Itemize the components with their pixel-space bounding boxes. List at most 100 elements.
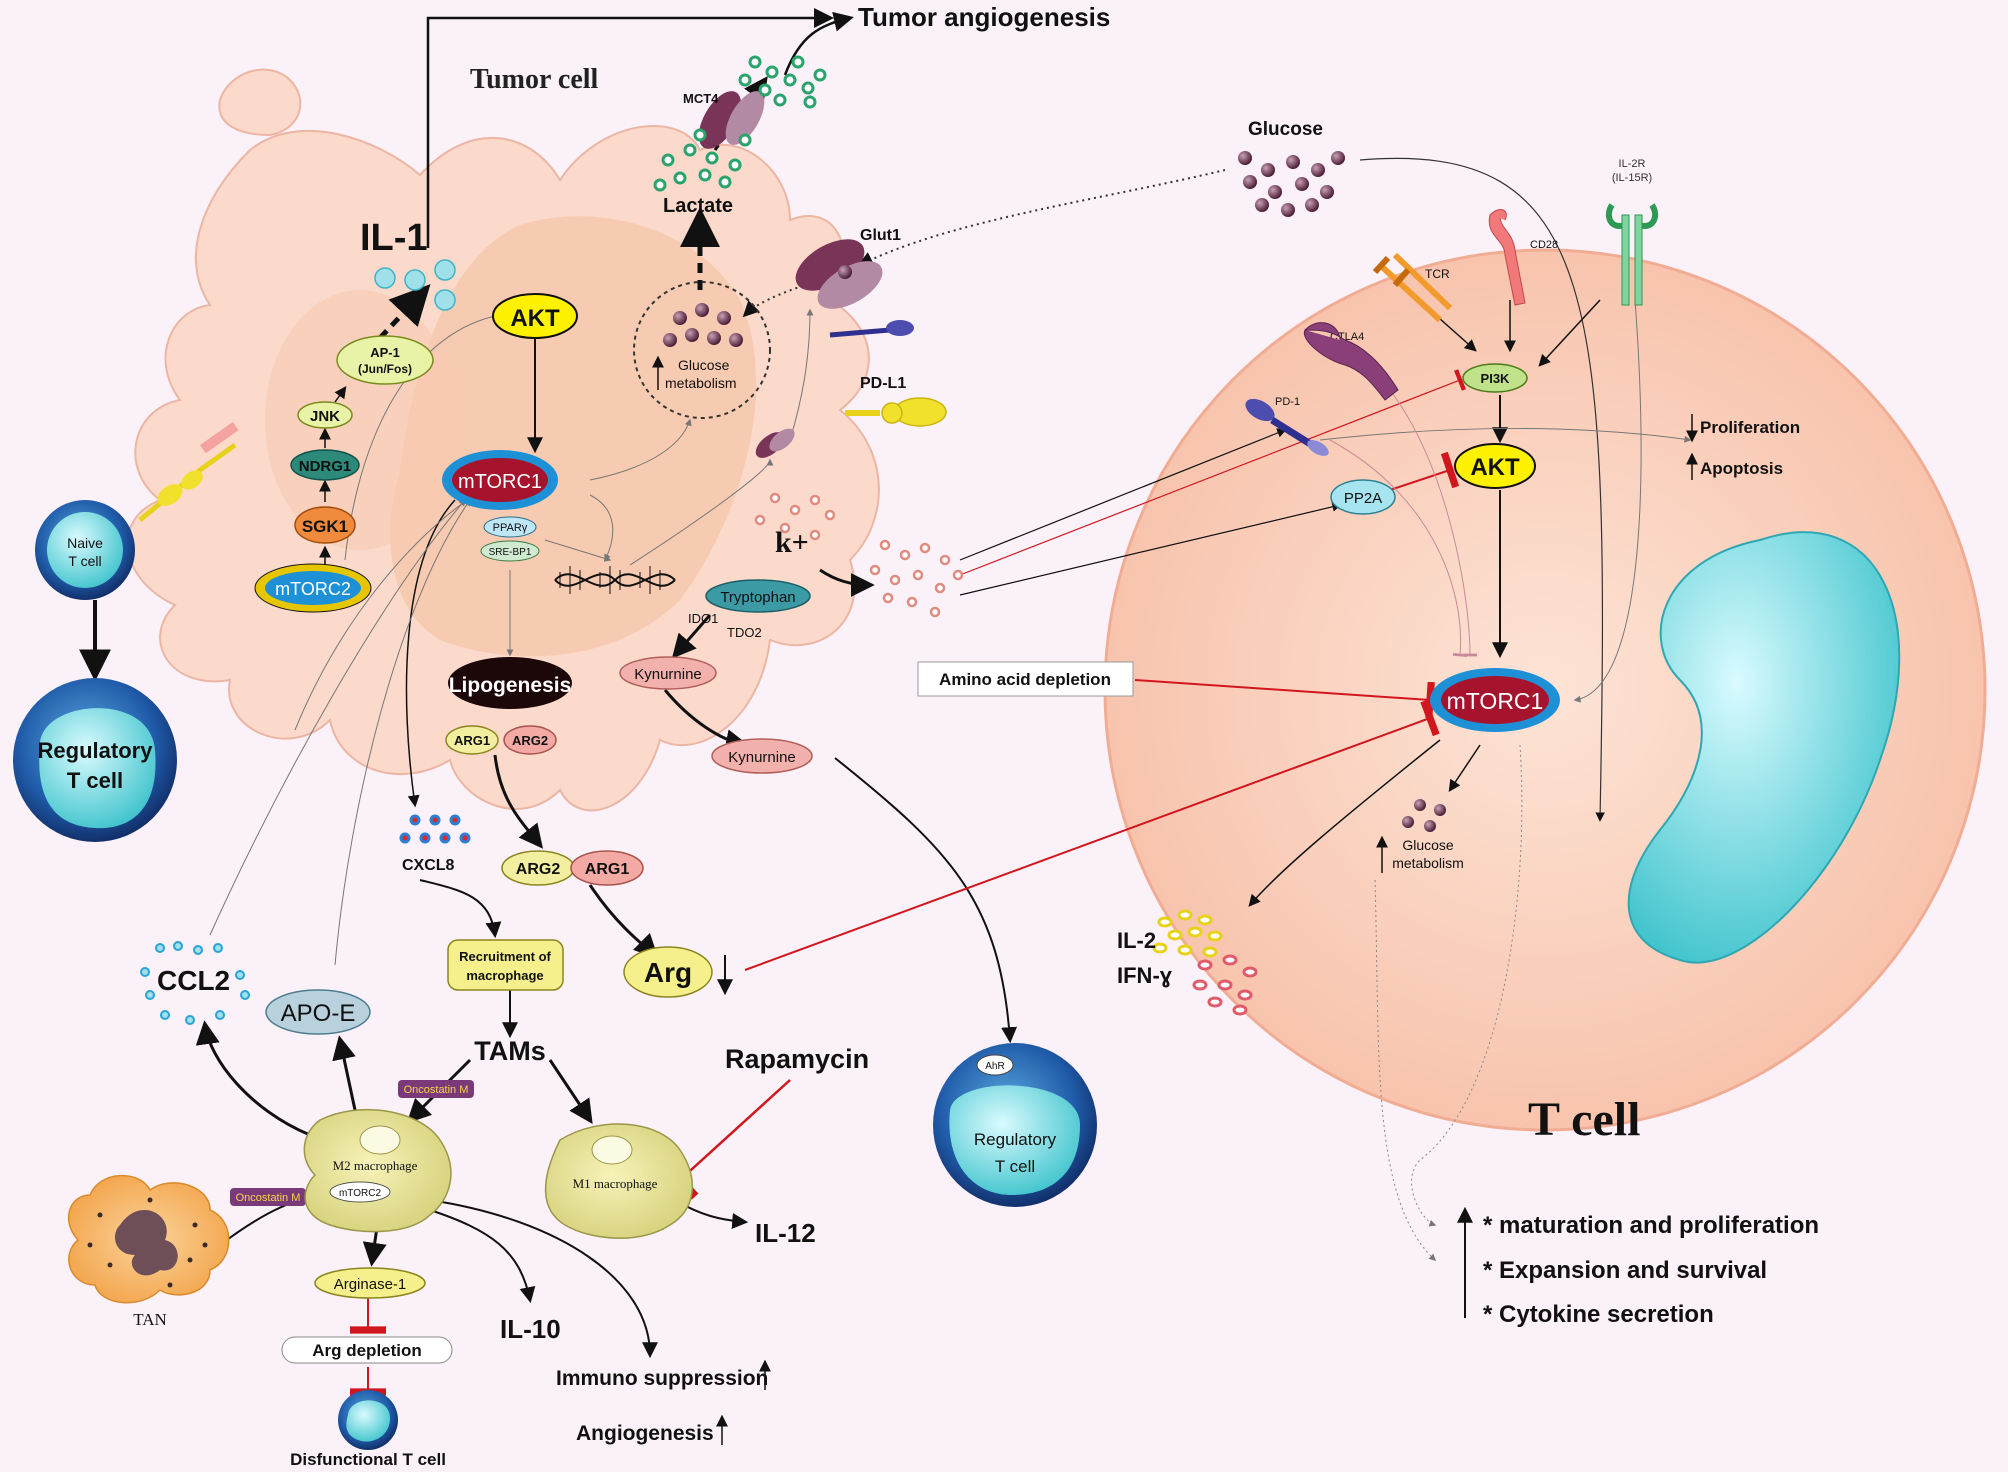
- apoe-label: APO-E: [281, 1000, 356, 1027]
- arg2-inner-label: ARG2: [512, 733, 548, 748]
- ap1-node: [336, 335, 434, 385]
- arg-depletion-box: [281, 1336, 453, 1364]
- arrow-kyn-treg: [834, 757, 1018, 1044]
- pi3k-node: [1462, 363, 1528, 393]
- arrow-mtorc1-cxcl8: [405, 499, 456, 808]
- tams-label: TAMs: [474, 1036, 546, 1066]
- ccl2-label: CCL2: [157, 965, 230, 996]
- dysfunctional-t-nucleus: [346, 1400, 390, 1442]
- arrow-glucose-glut1: [857, 169, 1226, 267]
- apoptosis-label: Apoptosis: [1700, 459, 1783, 478]
- srebp1-node: [480, 540, 540, 562]
- regulatory-t-bottom-line2: T cell: [995, 1157, 1035, 1176]
- tcell-glucose-label-2: metabolism: [1392, 855, 1464, 871]
- ppar-node: [483, 516, 537, 538]
- arginase1-label: Arginase-1: [334, 1276, 407, 1293]
- outcome-3: * Cytokine secretion: [1483, 1301, 1714, 1328]
- oncostatin-label-2: Oncostatin M: [236, 1192, 301, 1204]
- arg-label: Arg: [644, 957, 692, 988]
- cd28-label: CD28: [1530, 239, 1558, 251]
- blue-receptor-tumor: [829, 320, 914, 338]
- cxcl8-particles: [399, 814, 471, 844]
- arrow-tams-m1: [548, 1059, 593, 1124]
- srebp1-label: SRE-BP1: [489, 547, 532, 558]
- arrow-mtorc1-outcomes: [1411, 744, 1523, 1227]
- arg-depletion-label: Arg depletion: [312, 1341, 422, 1360]
- arrow-m2-immuno: [429, 1199, 658, 1359]
- il2r-label-2: (IL-15R): [1612, 172, 1652, 184]
- il12-label: IL-12: [755, 1218, 816, 1248]
- ap1-sub-label: (Jun/Fos): [358, 362, 412, 376]
- arrow-il2r-mtorc1: [1573, 299, 1642, 703]
- glucose-label: Glucose: [1248, 119, 1323, 140]
- sgk1-label: SGK1: [302, 517, 348, 536]
- inhibit-aa-mtorc1: [1134, 679, 1435, 719]
- regulatory-t-left-nucleus: [39, 708, 156, 829]
- pp2a-node: [1330, 479, 1396, 515]
- arrow-m2-apoe: [332, 1035, 357, 1111]
- m2-macrophage-body: [303, 1108, 452, 1233]
- il1-label: IL-1: [360, 217, 428, 259]
- tcell-glucose-dots: [1402, 799, 1446, 832]
- naive-t-line1: Naive: [67, 535, 103, 551]
- kplus-particles-outside: [869, 539, 964, 618]
- tan-granules: [87, 1197, 208, 1288]
- kplus-particles-inside: [754, 492, 836, 541]
- glucose-dots-inside: [663, 303, 743, 347]
- pi3k-label: PI3K: [1481, 371, 1511, 386]
- il2-particles: [1152, 909, 1223, 958]
- lactate-particles-inside: [653, 128, 752, 192]
- recruitment-label-1: Recruitment of: [459, 949, 551, 964]
- arrow-glucose-outcomes: [1374, 879, 1437, 1261]
- inhibition-lines: [350, 369, 1478, 1396]
- m2-mtorc2-node: [329, 1181, 391, 1203]
- t-cell-title: T cell: [1528, 1093, 1640, 1146]
- tan-label: TAN: [133, 1310, 167, 1329]
- inhibit-pd1-mtorc1: [1329, 439, 1468, 658]
- arrow-cxcl8-recruit: [419, 879, 502, 939]
- ifn-particles: [1192, 954, 1258, 1016]
- arrow-arg-out: [588, 884, 659, 959]
- angiogenesis-label: Angiogenesis: [576, 1422, 714, 1445]
- ccl2-particles: [140, 941, 250, 1025]
- glucose-metabolism-circle: [633, 281, 771, 419]
- glucose-particles: [1238, 151, 1345, 217]
- arrow-kdots-pp2a: [959, 502, 1342, 596]
- arrow-dna-glut1: [789, 308, 814, 441]
- arrow-mtorc1-glucose: [589, 418, 692, 481]
- ifn-label: IFN-ɣ: [1117, 963, 1173, 988]
- il2-label: IL-2: [1117, 928, 1156, 953]
- cd28-receptor: [1488, 209, 1526, 306]
- naive-t-line2: T cell: [68, 553, 101, 569]
- arrow-ap1-il1: [378, 284, 431, 340]
- tumor-akt-label: AKT: [510, 305, 560, 332]
- ido1-label: IDO1: [688, 611, 718, 626]
- mct4-transporter: [698, 91, 765, 149]
- tcell-mtorc1-node: [1430, 668, 1560, 732]
- arrow-il1-angiogenesis: [426, 8, 834, 248]
- amino-acid-depletion-label: Amino acid depletion: [939, 670, 1111, 689]
- pd1-label: PD-1: [1275, 396, 1300, 408]
- arrow-arg1-out: [493, 754, 543, 849]
- tumor-glucose-metabolism-label-2: metabolism: [665, 375, 737, 391]
- arg1-inner-label: ARG1: [454, 733, 490, 748]
- arg2-inner-node: [503, 725, 557, 755]
- arg2-outer-label: ARG2: [516, 861, 561, 878]
- oncostatin-box-2: [230, 1188, 306, 1206]
- naive-t-cell-nucleus: [47, 512, 123, 588]
- regulatory-t-left-line1: Regulatory: [38, 738, 154, 763]
- il2r-label-1: IL-2R: [1619, 158, 1646, 170]
- tcr-receptor: [1372, 252, 1453, 323]
- m1-nucleus: [591, 1135, 633, 1165]
- ppar-label: PPARγ: [493, 522, 528, 534]
- arg1-outer-node: [570, 850, 644, 886]
- immuno-suppression-label: Immuno suppression: [556, 1367, 768, 1390]
- small-transporter: [755, 428, 795, 458]
- regulatory-t-bottom-nucleus: [949, 1085, 1080, 1195]
- tcell-glucose-label-1: Glucose: [1402, 837, 1454, 853]
- arrow-kplus: [819, 568, 875, 597]
- cxcl8-label: CXCL8: [402, 857, 455, 874]
- jnk-node: [297, 401, 353, 429]
